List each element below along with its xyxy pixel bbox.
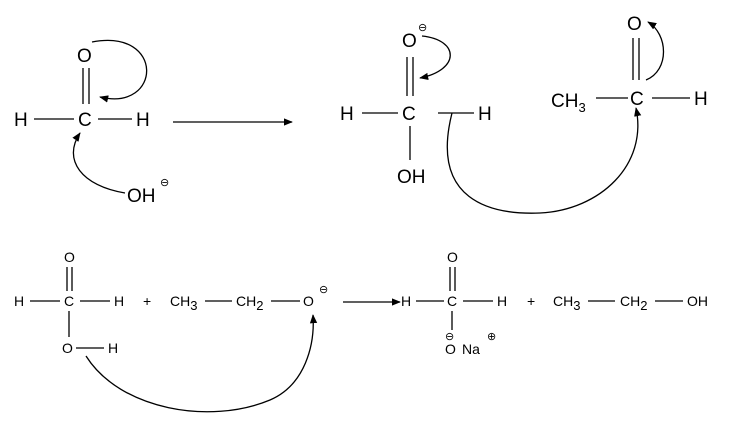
ethanol-ch2: CH2 (620, 293, 647, 313)
acetaldehyde: O CH3 C H (551, 14, 708, 115)
hydroxide-oh: OH (127, 186, 156, 207)
ethanol-ch3: CH3 (553, 293, 580, 313)
intermediate-oxygen: O (402, 31, 417, 52)
formic-acid-carbon: C (64, 293, 74, 309)
intermediate-oxygen-charge: ⊖ (418, 22, 427, 34)
curved-arrow-hydroxide-attack (72, 132, 126, 194)
curved-arrow-reform-carbonyl (419, 35, 451, 80)
ethoxide-ch3: CH3 (170, 293, 197, 313)
ethoxide: CH3 CH2 O ⊖ (170, 284, 328, 313)
intermediate-carbon: C (402, 104, 416, 125)
ethanol-oh: OH (687, 293, 708, 309)
ethanol: CH3 CH2 OH (553, 293, 708, 313)
ethoxide-oxygen: O (303, 293, 314, 309)
plus-sign-1: + (143, 293, 151, 309)
formate-h-right: H (497, 293, 507, 309)
formaldehyde-carbon: C (78, 110, 92, 131)
formic-acid-h-bottom: H (108, 340, 118, 356)
curved-arrow-proton-transfer (85, 314, 318, 413)
formic-acid-o-bottom: O (62, 340, 73, 356)
sodium-formate: O H C H ⊖ O Na ⊕ (401, 249, 507, 357)
formic-acid-h-right: H (114, 293, 124, 309)
sodium-cation: Na (462, 341, 480, 357)
plus-sign-2: + (527, 293, 535, 309)
formate-o-top: O (447, 249, 458, 265)
acetaldehyde-oxygen: O (627, 14, 642, 35)
acetaldehyde-carbon: C (630, 89, 644, 110)
formaldehyde-oxygen: O (77, 46, 92, 67)
formate-h-left: H (401, 293, 411, 309)
tetrahedral-intermediate: O ⊖ H C H OH (340, 22, 492, 188)
formaldehyde-h-right: H (136, 110, 150, 131)
formaldehyde: O H C H (14, 46, 150, 131)
intermediate-h-left: H (340, 104, 354, 125)
hydroxide: OH ⊖ (127, 177, 169, 207)
sodium-charge: ⊕ (487, 331, 496, 343)
formaldehyde-h-left: H (14, 110, 28, 131)
intermediate-h-right: H (478, 104, 492, 125)
formate-carbon: C (447, 293, 457, 309)
formic-acid-o-top: O (64, 249, 75, 265)
formate-o-bottom: O (445, 341, 456, 357)
ethoxide-ch2: CH2 (236, 293, 263, 313)
hydroxide-charge: ⊖ (160, 177, 169, 189)
intermediate-oh: OH (397, 167, 426, 188)
curved-arrow-hydride-transfer (446, 107, 642, 214)
ethoxide-charge: ⊖ (319, 284, 328, 296)
acetaldehyde-h: H (694, 89, 708, 110)
formate-oxygen-charge: ⊖ (445, 331, 454, 343)
curved-arrow-acetaldehyde-carbonyl (645, 21, 665, 81)
acetaldehyde-ch3: CH3 (551, 91, 586, 115)
formic-acid-h-left: H (14, 293, 24, 309)
formic-acid: O H C H O H (14, 249, 124, 356)
curved-arrow-pi-to-oxygen (91, 39, 148, 103)
